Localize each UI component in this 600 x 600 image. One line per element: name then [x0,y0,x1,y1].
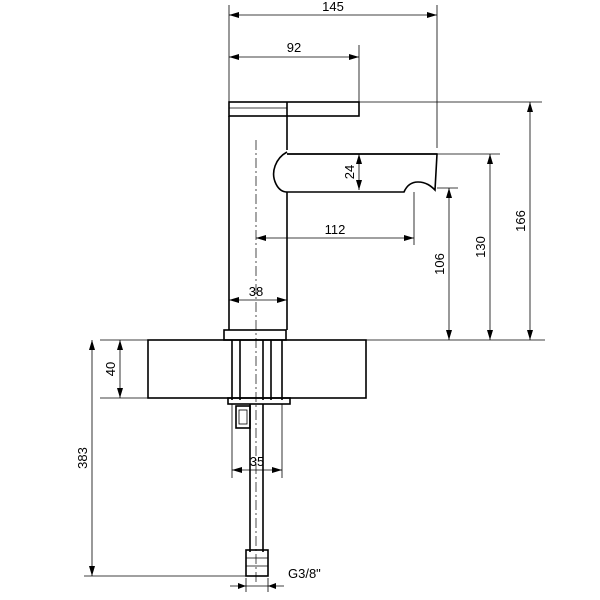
dim-label-reach: 112 [325,222,346,237]
spout [272,151,438,193]
dim-deck-thickness: 40 [103,340,123,398]
dim-shank-diameter: 35 [231,404,283,478]
dim-reach: 112 [256,192,415,245]
dim-outlet-height: 106 [432,187,458,340]
dim-label-deck-thickness: 40 [103,362,118,376]
dim-label-connection-thread: G3/8" [288,566,321,581]
dim-label-overall-height: 166 [513,210,528,232]
dim-spout-offset: 92 [229,40,360,102]
dim-label-spout-diameter: 24 [342,165,357,179]
shank [227,340,291,577]
dim-connection-thread: G3/8" [230,566,321,592]
dim-label-shank-diameter: 35 [250,454,264,469]
dim-label-spout-offset: 92 [287,40,301,55]
dim-spout-height: 130 [437,153,500,340]
lever-handle [228,101,360,117]
dim-hose-length: 383 [75,340,246,577]
faucet-body [223,101,438,341]
dim-spout-diameter: 24 [342,154,362,190]
dim-overall-height: 166 [359,101,542,340]
dim-label-spout-height: 130 [473,236,488,258]
dim-body-diameter: 38 [229,284,287,303]
hose-fitting [245,549,269,577]
dim-label-outlet-height: 106 [432,253,447,275]
dim-label-hose-length: 383 [75,447,90,469]
dim-label-body-diameter: 38 [249,284,263,299]
dim-overall-width: 145 [228,0,438,148]
deck [100,339,545,399]
dim-label-overall-width: 145 [322,0,344,14]
base-collar [223,329,287,341]
